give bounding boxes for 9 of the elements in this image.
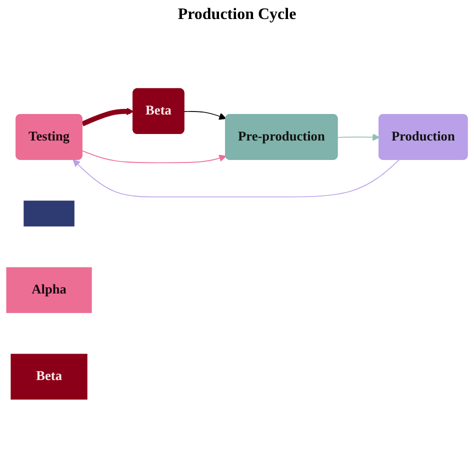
node-box: Alpha	[6, 267, 92, 314]
arrow	[72, 160, 400, 198]
cycle-label: Production Cycle	[178, 6, 296, 23]
arrow	[81, 108, 134, 126]
arrow	[82, 150, 226, 164]
arrow	[337, 134, 380, 141]
node-box: Beta	[10, 354, 88, 400]
arrow	[184, 111, 226, 120]
node-bar	[24, 200, 74, 227]
